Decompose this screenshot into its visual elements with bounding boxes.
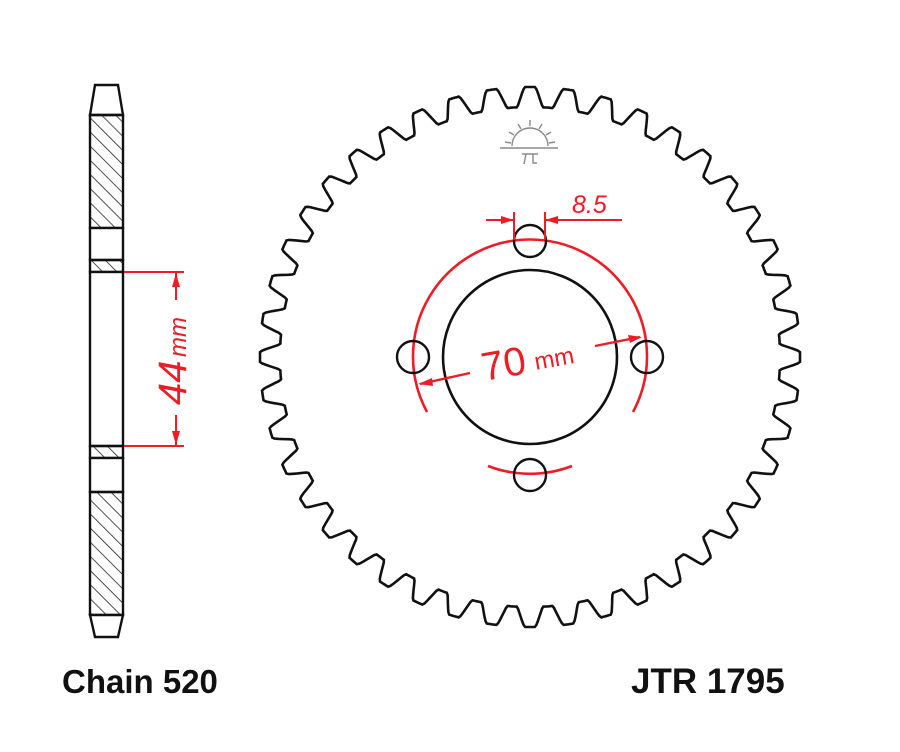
bolt-hole-left	[395, 339, 431, 375]
hole-diameter-label: 8.5	[572, 191, 607, 219]
side-hub-bore	[88, 270, 125, 448]
side-hatch-bottom	[88, 490, 125, 617]
side-hatch-hub-top	[88, 258, 125, 274]
bolt-circle-value: 70	[478, 339, 529, 390]
center-bore	[441, 268, 619, 446]
bolt-circle-label: 70 mm	[478, 339, 576, 390]
bolt-hole-right	[629, 339, 665, 375]
side-gap-top	[88, 226, 125, 262]
part-number: JTR 1795	[631, 662, 785, 701]
chain-label: Chain 520	[62, 663, 218, 700]
side-hatch-hub-bottom	[88, 444, 125, 460]
jt-sun-logo-icon	[500, 120, 558, 165]
bolt-circle-dimension	[418, 335, 642, 386]
side-hatch-top	[88, 113, 125, 230]
bolt-circle-unit: mm	[532, 342, 576, 376]
bolt-hole-bottom	[512, 457, 548, 493]
bolt-hole-top	[512, 223, 548, 259]
side-bottom-chamfer	[88, 613, 125, 639]
hub-width-unit: mm	[165, 317, 192, 357]
side-top-chamfer	[88, 83, 125, 117]
sprocket-outline	[258, 85, 802, 629]
hub-dimension	[124, 271, 184, 447]
hub-width-value: 44	[151, 361, 195, 406]
bolt-holes	[395, 223, 665, 493]
side-gap-bottom	[88, 456, 125, 494]
hole-diameter-dimension	[486, 212, 622, 240]
bolt-circle	[411, 238, 649, 476]
hub-width-label: 44 mm	[151, 317, 195, 405]
side-view	[88, 83, 125, 639]
